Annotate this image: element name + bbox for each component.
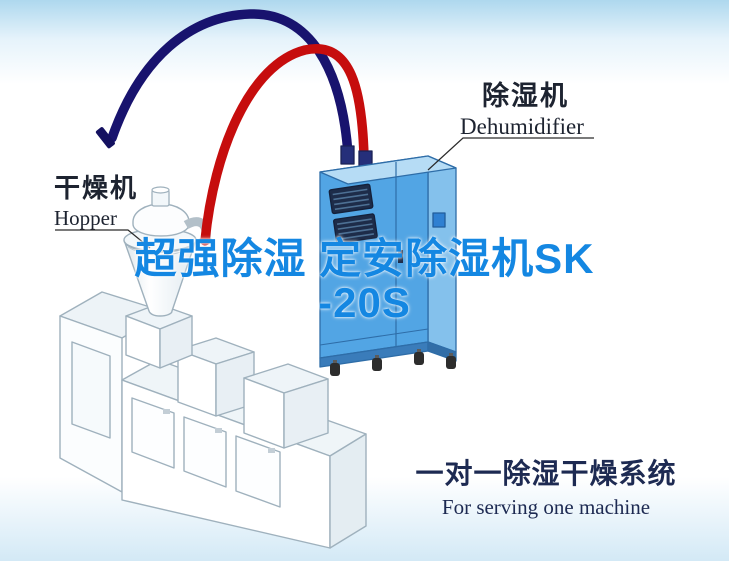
hopper-lid — [132, 203, 190, 237]
caster-wheels — [330, 349, 456, 376]
hopper-funnel — [123, 239, 197, 317]
housing-panel — [71, 341, 111, 439]
unit-top-face — [319, 155, 457, 185]
vent-grille — [328, 183, 378, 244]
dehumidifier-callout: 除湿机 Dehumidifier — [460, 74, 584, 140]
dehumidifier-label-cn: 除湿机 — [482, 81, 569, 111]
body-end — [329, 433, 367, 549]
caption-en: For serving one machine — [441, 495, 651, 519]
hopper-label-cn: 干燥机 — [54, 173, 139, 203]
door-handle — [268, 448, 275, 453]
supply-pipe — [200, 44, 369, 246]
feeder-box-side — [159, 315, 193, 369]
headline: 超强除湿 定安除湿机SK -20S — [0, 237, 729, 324]
door-panel — [235, 435, 281, 508]
drying-hopper — [123, 186, 213, 317]
caption-cn: 一对一除湿干燥系统 — [415, 458, 677, 489]
door-handle — [163, 409, 170, 414]
door-panel — [131, 397, 175, 469]
pipes — [95, 9, 369, 246]
return-pipe — [107, 9, 353, 159]
hopper-band — [127, 246, 193, 256]
door-panel — [183, 416, 227, 488]
dehumidifier-unit — [319, 145, 457, 376]
hopper-leader-line — [55, 229, 151, 249]
dehumidifier-label-en: Dehumidifier — [460, 114, 584, 139]
lid-stub-cap — [151, 186, 170, 194]
door-handle — [215, 428, 222, 433]
hopper-label-en: Hopper — [54, 206, 117, 230]
side-label — [432, 212, 446, 228]
callout-lines — [55, 137, 594, 249]
extruder-machine — [59, 291, 367, 549]
guard-box-side — [283, 378, 329, 449]
return-pipe-flange — [95, 127, 115, 149]
headline-line2: -20S — [318, 278, 411, 326]
hopper-callout: 干燥机 Hopper — [54, 168, 138, 231]
kick-plate-line — [319, 328, 429, 346]
caption: 一对一除湿干燥系统 For serving one machine — [404, 452, 688, 520]
door-handle — [398, 250, 403, 263]
dehumidifier-leader-line — [427, 137, 594, 171]
pipe-stub — [340, 145, 355, 165]
headline-line1: 超强除湿 定安除湿机SK — [134, 235, 595, 282]
